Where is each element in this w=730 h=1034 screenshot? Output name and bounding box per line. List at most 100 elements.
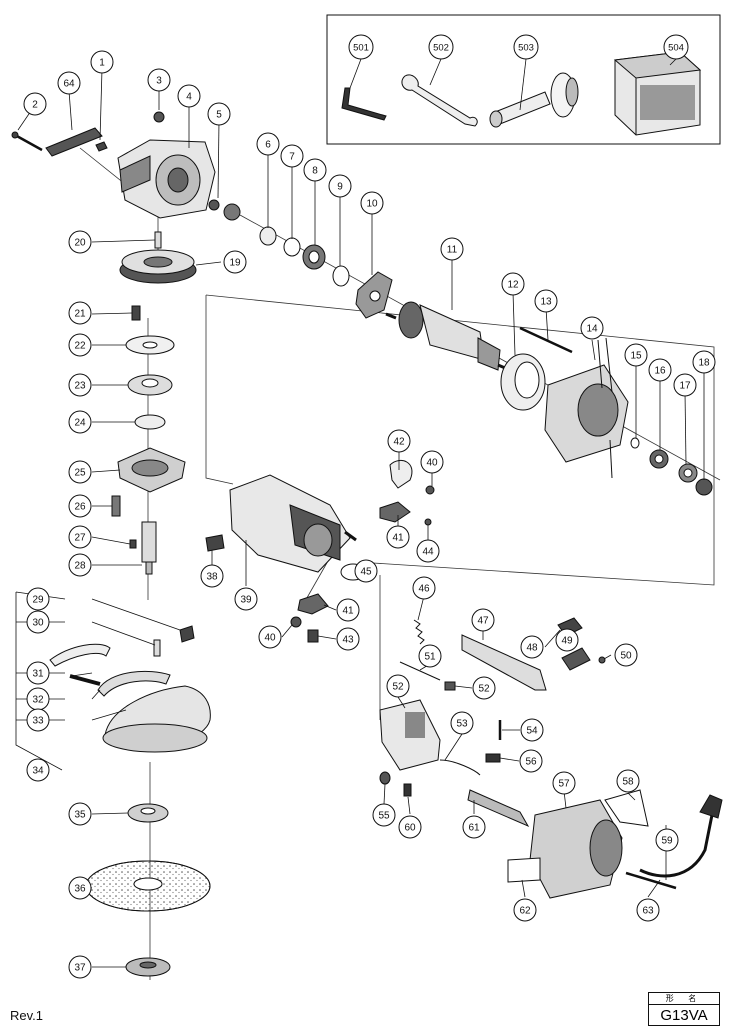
pin-20 — [154, 231, 162, 249]
grinding-wheel-36 — [85, 860, 211, 912]
callout-57: 57 — [552, 771, 576, 795]
callout-48: 48 — [520, 635, 544, 659]
callout-circle — [68, 460, 92, 484]
callout-circle — [673, 373, 697, 397]
callout-circle — [280, 144, 304, 168]
callout-37: 37 — [68, 955, 92, 979]
callout-number: 16 — [654, 366, 666, 377]
callout-circle — [520, 718, 544, 742]
callout-circle — [420, 450, 444, 474]
callout-number: 6 — [265, 140, 271, 151]
callout-504: 504 — [663, 34, 689, 60]
screw-50 — [598, 656, 606, 664]
callout-number: 57 — [558, 779, 570, 790]
callout-number: 47 — [477, 616, 489, 627]
callout-number: 40 — [426, 458, 438, 469]
callout-number: 42 — [393, 437, 405, 448]
brush-holder-43 — [389, 460, 413, 489]
callout-59: 59 — [655, 828, 679, 852]
callout-34: 34 — [26, 758, 50, 782]
callout-30: 30 — [26, 610, 50, 634]
armature-11 — [385, 301, 511, 372]
callout-circle — [412, 576, 436, 600]
tail-cover-57 — [529, 799, 623, 899]
callout-64: 64 — [57, 71, 81, 95]
callout-circle — [520, 635, 544, 659]
carbon-brush-40-b — [290, 616, 302, 628]
callout-39: 39 — [234, 587, 258, 611]
key-27 — [129, 539, 137, 549]
callout-51: 51 — [418, 644, 442, 668]
callout-47: 47 — [471, 608, 495, 632]
callout-circle — [26, 661, 50, 685]
callout-number: 50 — [620, 651, 632, 662]
fan-guide-12 — [500, 353, 546, 411]
callout-circle — [68, 373, 92, 397]
callout-number: 10 — [366, 199, 378, 210]
callout-circle — [534, 289, 558, 313]
connector-60 — [403, 783, 412, 797]
callout-5: 5 — [207, 102, 231, 126]
callout-circle — [624, 343, 648, 367]
callout-number: 54 — [526, 726, 538, 737]
hex-key-501 — [341, 87, 387, 121]
callout-circle — [552, 771, 576, 795]
callout-circle — [513, 34, 539, 60]
needle-bearing-5 — [208, 199, 220, 211]
callout-number: 2 — [32, 100, 38, 111]
callout-8: 8 — [303, 158, 327, 182]
callout-circle — [68, 525, 92, 549]
callout-7: 7 — [280, 144, 304, 168]
callout-number: 8 — [312, 166, 318, 177]
callout-circle — [471, 608, 495, 632]
callout-circle — [655, 828, 679, 852]
callout-31: 31 — [26, 661, 50, 685]
callout-circle — [23, 92, 47, 116]
callout-circle — [440, 237, 464, 261]
callout-circle — [26, 610, 50, 634]
callout-number: 51 — [424, 652, 436, 663]
callout-number: 19 — [229, 258, 241, 269]
callout-28: 28 — [68, 553, 92, 577]
callout-number: 7 — [289, 152, 295, 163]
part-callouts: 1234567891011121314151617181920212223242… — [23, 34, 716, 979]
bolt-1 — [95, 141, 108, 152]
wrench-502 — [401, 74, 478, 127]
callout-number: 46 — [418, 584, 430, 595]
callout-circle — [636, 898, 660, 922]
callout-circle — [336, 598, 360, 622]
callout-4: 4 — [177, 84, 201, 108]
callout-23: 23 — [68, 373, 92, 397]
callout-2: 2 — [23, 92, 47, 116]
callout-42: 42 — [387, 429, 411, 453]
callout-32: 32 — [26, 687, 50, 711]
ring-9 — [332, 265, 350, 287]
callout-number: 32 — [32, 695, 44, 706]
callout-26: 26 — [68, 494, 92, 518]
callout-circle — [68, 553, 92, 577]
callout-number: 61 — [468, 823, 480, 834]
callout-number: 29 — [32, 595, 44, 606]
callout-circle — [90, 50, 114, 74]
callout-number: 4 — [186, 92, 192, 103]
wheel-guard-34 — [102, 685, 211, 753]
callout-15: 15 — [624, 343, 648, 367]
cord-63 — [639, 794, 723, 878]
callout-number: 21 — [74, 309, 86, 320]
callout-number: 44 — [422, 547, 434, 558]
callout-501: 501 — [348, 34, 374, 60]
bevel-gear-19 — [119, 249, 197, 284]
switch-49 — [561, 647, 591, 671]
callout-43: 43 — [336, 627, 360, 651]
callout-6: 6 — [256, 132, 280, 156]
callout-number: 5 — [216, 110, 222, 121]
callout-number: 28 — [74, 561, 86, 572]
callout-circle — [354, 559, 378, 583]
bracket-64 — [45, 127, 103, 157]
callout-20: 20 — [68, 230, 92, 254]
callout-circle — [68, 494, 92, 518]
callout-35: 35 — [68, 802, 92, 826]
callout-17: 17 — [673, 373, 697, 397]
callout-54: 54 — [520, 718, 544, 742]
callout-502: 502 — [428, 34, 454, 60]
